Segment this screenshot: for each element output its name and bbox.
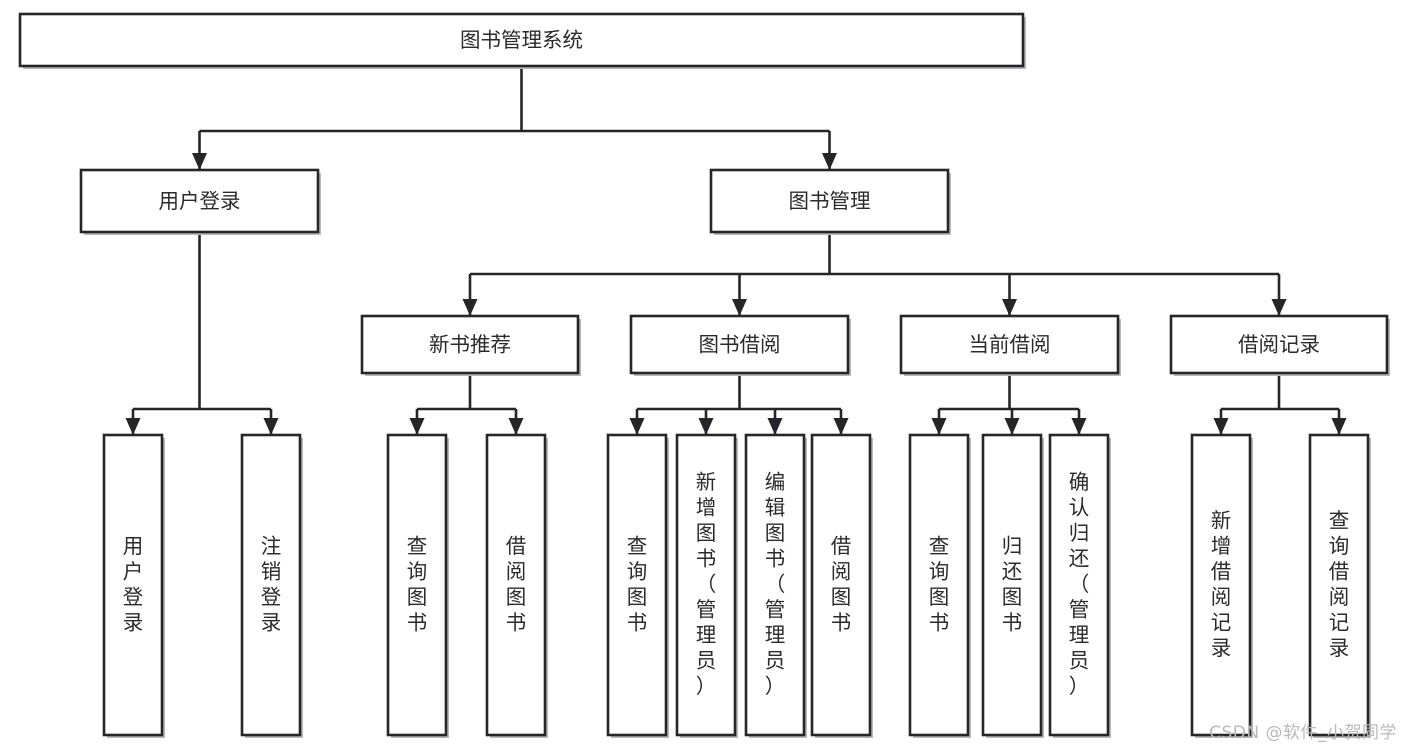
node-label: 确认归还（管理员） (1069, 470, 1090, 698)
node-l3_1[interactable]: 图书借阅 (629, 314, 851, 376)
node-box[interactable] (1190, 433, 1252, 737)
arrow-head-icon (1213, 418, 1229, 435)
node-leaf_8[interactable]: 查询图书 (908, 433, 971, 738)
node-leaf_5[interactable]: 新增图书（管理员） (675, 433, 738, 738)
arrow-head-icon (1071, 418, 1087, 435)
node-leaf_12[interactable]: 查询借阅记录 (1308, 433, 1371, 738)
node-box[interactable] (606, 433, 668, 737)
node-label: 图书借阅 (699, 333, 781, 357)
arrow-head-icon (409, 418, 425, 435)
node-box[interactable] (1169, 314, 1389, 375)
node-label: 新书推荐 (429, 333, 511, 357)
node-label: 当前借阅 (969, 333, 1051, 357)
node-box[interactable] (981, 433, 1043, 737)
node-leaf_2[interactable]: 查询图书 (386, 433, 449, 738)
node-leaf_9[interactable]: 归还图书 (981, 433, 1044, 738)
node-leaf_11[interactable]: 新增借阅记录 (1190, 433, 1253, 738)
node-label: 注销登录 (261, 534, 282, 635)
node-box[interactable] (908, 433, 970, 737)
connector-new-book-recommend-children (409, 373, 524, 435)
node-box[interactable] (102, 433, 164, 737)
node-label: 新增借阅记录 (1211, 508, 1232, 660)
arrow-head-icon (767, 418, 783, 435)
node-box[interactable] (1308, 433, 1370, 737)
node-leaf_6[interactable]: 编辑图书（管理员） (744, 433, 807, 738)
arrow-head-icon (263, 418, 279, 435)
connector-current-borrow-children (931, 373, 1087, 435)
arrow-head-icon (192, 153, 207, 170)
node-leaf_4[interactable]: 查询图书 (606, 433, 669, 738)
node-box[interactable] (386, 433, 448, 737)
node-box[interactable] (18, 12, 1025, 68)
connector-book-management-children (462, 232, 1287, 316)
node-box[interactable] (709, 168, 950, 234)
arrow-head-icon (462, 299, 478, 316)
node-l3_0[interactable]: 新书推荐 (360, 314, 581, 376)
node-label: 查询图书 (627, 534, 648, 635)
arrow-head-icon (1004, 418, 1020, 435)
node-leaf_7[interactable]: 借阅图书 (810, 433, 873, 738)
arrow-head-icon (508, 418, 524, 435)
node-label: 图书管理 (789, 189, 871, 213)
arrow-head-icon (125, 418, 141, 435)
node-box[interactable] (1048, 433, 1110, 737)
node-l3_2[interactable]: 当前借阅 (899, 314, 1121, 376)
connector-borrow-record-children (1213, 373, 1347, 435)
diagram-nodes-layer: 图书管理系统用户登录图书管理新书推荐图书借阅当前借阅借阅记录用户登录注销登录查询… (18, 12, 1390, 738)
connector-root-to-level2 (192, 66, 837, 170)
node-box[interactable] (744, 433, 806, 737)
node-label: 编辑图书（管理员） (765, 470, 786, 698)
csdn-watermark: CSDN @软件_小贺同学 (1209, 723, 1397, 743)
arrow-head-icon (1002, 299, 1017, 316)
arrow-head-icon (629, 418, 645, 435)
arrow-head-icon (732, 299, 747, 316)
node-label: 借阅记录 (1238, 333, 1320, 357)
node-box[interactable] (675, 433, 737, 737)
node-leaf_10[interactable]: 确认归还（管理员） (1048, 433, 1111, 738)
node-label: 图书管理系统 (460, 28, 583, 52)
node-label: 用户登录 (123, 534, 144, 635)
connector-user-login-children (125, 232, 279, 435)
node-l2_0[interactable]: 用户登录 (79, 168, 321, 235)
arrow-head-icon (1331, 418, 1347, 435)
node-leaf_3[interactable]: 借阅图书 (485, 433, 548, 738)
node-box[interactable] (899, 314, 1120, 375)
node-box[interactable] (360, 314, 580, 375)
node-label: 借阅图书 (506, 534, 527, 635)
arrow-head-icon (822, 153, 837, 170)
node-l2_1[interactable]: 图书管理 (709, 168, 951, 235)
node-label: 查询借阅记录 (1329, 508, 1350, 660)
node-leaf_0[interactable]: 用户登录 (102, 433, 165, 738)
arrow-head-icon (1271, 299, 1287, 316)
node-box[interactable] (810, 433, 872, 737)
node-label: 借阅图书 (831, 534, 852, 635)
node-box[interactable] (629, 314, 850, 375)
node-box[interactable] (240, 433, 302, 737)
node-label: 查询图书 (407, 534, 428, 635)
node-l3_3[interactable]: 借阅记录 (1169, 314, 1390, 376)
node-label: 查询图书 (929, 534, 950, 635)
connector-book-borrow-children (629, 373, 849, 435)
connector-links-layer (125, 66, 1347, 435)
node-root[interactable]: 图书管理系统 (18, 12, 1026, 69)
node-label: 归还图书 (1002, 534, 1023, 635)
node-label: 新增图书（管理员） (696, 470, 717, 698)
node-box[interactable] (485, 433, 547, 737)
node-box[interactable] (79, 168, 320, 234)
arrow-head-icon (931, 418, 947, 435)
node-label: 用户登录 (159, 189, 241, 213)
arrow-head-icon (833, 418, 849, 435)
arrow-head-icon (698, 418, 714, 435)
node-leaf_1[interactable]: 注销登录 (240, 433, 303, 738)
